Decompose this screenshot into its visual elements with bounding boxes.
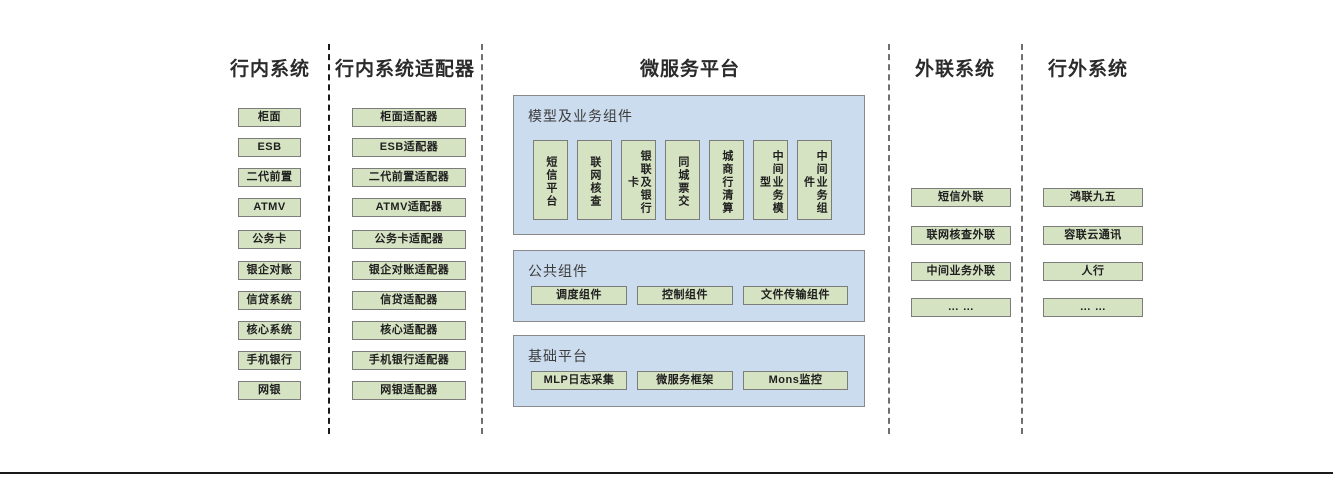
list-item[interactable]: 文件传输组件 bbox=[743, 286, 848, 305]
list-item[interactable]: ATMV适配器 bbox=[352, 198, 466, 217]
list-item[interactable]: … … bbox=[1043, 298, 1143, 317]
divider-3 bbox=[888, 44, 890, 434]
list-item[interactable]: 柜面 bbox=[238, 108, 301, 127]
list-item[interactable]: 二代前置适配器 bbox=[352, 168, 466, 187]
list-item[interactable]: 公务卡 bbox=[238, 230, 301, 249]
list-item[interactable]: 调度组件 bbox=[531, 286, 627, 305]
list-item[interactable]: 容联云通讯 bbox=[1043, 226, 1143, 245]
list-item[interactable]: 公务卡适配器 bbox=[352, 230, 466, 249]
list-item[interactable]: MLP日志采集 bbox=[531, 371, 627, 390]
list-item[interactable]: 信贷适配器 bbox=[352, 291, 466, 310]
panel-title: 基础平台 bbox=[528, 348, 588, 364]
list-item[interactable]: 核心适配器 bbox=[352, 321, 466, 340]
list-item[interactable]: 手机银行适配器 bbox=[352, 351, 466, 370]
list-item[interactable]: 微服务框架 bbox=[637, 371, 733, 390]
list-item[interactable]: ATMV bbox=[238, 198, 301, 217]
panel-title: 模型及业务组件 bbox=[528, 108, 633, 124]
list-item[interactable]: 网银 bbox=[238, 381, 301, 400]
list-item[interactable]: 信贷系统 bbox=[238, 291, 301, 310]
list-item[interactable]: 鸿联九五 bbox=[1043, 188, 1143, 207]
list-item[interactable]: 城商行清算 bbox=[709, 140, 744, 220]
list-item[interactable]: ESB适配器 bbox=[352, 138, 466, 157]
list-item[interactable]: 中间业务组件 bbox=[797, 140, 832, 220]
list-item[interactable]: ESB bbox=[238, 138, 301, 157]
list-item[interactable]: 联网核查 bbox=[577, 140, 612, 220]
list-item[interactable]: 网银适配器 bbox=[352, 381, 466, 400]
bottom-divider bbox=[0, 472, 1333, 474]
list-item[interactable]: 控制组件 bbox=[637, 286, 733, 305]
list-item[interactable]: 二代前置 bbox=[238, 168, 301, 187]
column-title-in-bank-systems: 行内系统 bbox=[229, 59, 310, 80]
panel-title: 公共组件 bbox=[528, 263, 588, 279]
list-item[interactable]: 同城票交 bbox=[665, 140, 700, 220]
list-item[interactable]: … … bbox=[911, 298, 1011, 317]
list-item[interactable]: 银企对账适配器 bbox=[352, 261, 466, 280]
column-title-in-bank-adapters: 行内系统适配器 bbox=[334, 59, 475, 80]
column-title-off-bank-systems: 行外系统 bbox=[1047, 59, 1128, 80]
divider-1 bbox=[328, 44, 330, 434]
list-item[interactable]: 中间业务外联 bbox=[911, 262, 1011, 281]
list-item[interactable]: 手机银行 bbox=[238, 351, 301, 370]
list-item[interactable]: 银企对账 bbox=[238, 261, 301, 280]
list-item[interactable]: Mons监控 bbox=[743, 371, 848, 390]
list-item[interactable]: 柜面适配器 bbox=[352, 108, 466, 127]
list-item[interactable]: 中间业务模型 bbox=[753, 140, 788, 220]
list-item[interactable]: 核心系统 bbox=[238, 321, 301, 340]
list-item[interactable]: 银联及银行卡 bbox=[621, 140, 656, 220]
divider-2 bbox=[481, 44, 483, 434]
list-item[interactable]: 人行 bbox=[1043, 262, 1143, 281]
list-item[interactable]: 短信外联 bbox=[911, 188, 1011, 207]
column-title-external-link-systems: 外联系统 bbox=[914, 59, 995, 80]
list-item[interactable]: 短信平台 bbox=[533, 140, 568, 220]
list-item[interactable]: 联网核查外联 bbox=[911, 226, 1011, 245]
divider-4 bbox=[1021, 44, 1023, 434]
column-title-microservice-platform: 微服务平台 bbox=[639, 59, 740, 80]
